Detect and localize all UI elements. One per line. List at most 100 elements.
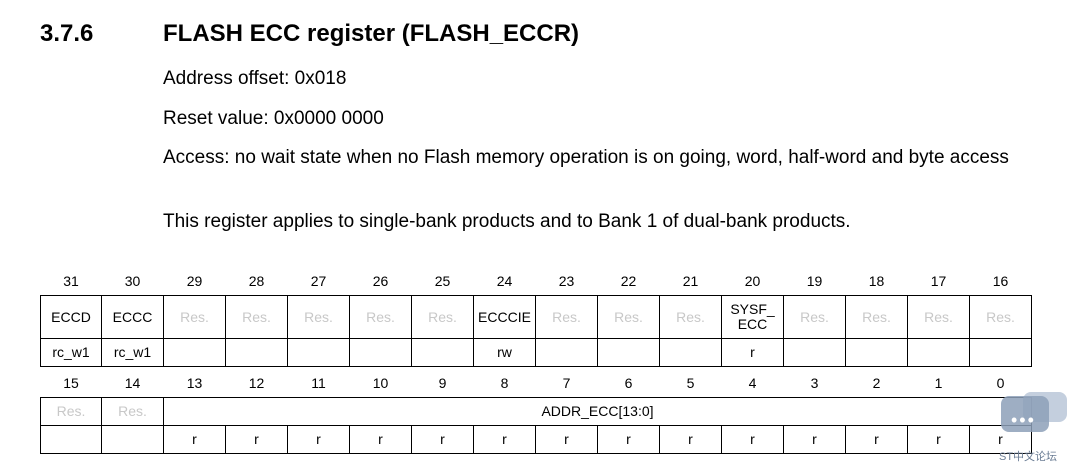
field-reserved: Res.: [845, 294, 908, 339]
access-cell: r: [659, 424, 722, 454]
bit-number: 2: [872, 374, 881, 391]
access-cell: [349, 337, 412, 367]
access-cell: [287, 337, 350, 367]
bit-number: 21: [682, 272, 699, 289]
field-reserved: Res.: [783, 294, 846, 339]
field-reserved: Res.: [597, 294, 660, 339]
field-ecccie: ECCCIE: [473, 294, 536, 339]
field-name-row: ECCD ECCC Res. Res. Res. Res. Res. ECCCI…: [40, 294, 1032, 339]
bit-number: 16: [992, 272, 1009, 289]
bit-number: 9: [438, 374, 447, 391]
bit-number: 26: [372, 272, 389, 289]
bit-number: 3: [810, 374, 819, 391]
field-reserved: Res.: [659, 294, 722, 339]
field-eccc: ECCC: [101, 294, 164, 339]
field-reserved: Res.: [907, 294, 970, 339]
bit-number: 6: [624, 374, 633, 391]
bit-number: 29: [186, 272, 203, 289]
bit-number: 15: [63, 374, 79, 391]
bit-number: 22: [620, 272, 637, 289]
field-sysf-ecc: SYSF_ECC: [721, 294, 784, 339]
bit-number: 11: [311, 374, 326, 391]
access-cell: r: [411, 424, 474, 454]
bit-number: 25: [434, 272, 451, 289]
access-cell: [969, 337, 1032, 367]
ellipsis-icon: •••: [1011, 410, 1036, 430]
field-reserved: Res.: [411, 294, 474, 339]
bit-number: 1: [934, 374, 943, 391]
reset-value-text: Reset value: 0x0000 0000: [163, 108, 384, 129]
access-cell: [40, 424, 102, 454]
access-row: rc_w1 rc_w1 rw r: [40, 337, 1032, 367]
bit-number: 13: [186, 374, 203, 391]
access-cell: rc_w1: [101, 337, 164, 367]
bit-number: 14: [124, 374, 141, 391]
field-eccd: ECCD: [40, 294, 102, 339]
access-cell: r: [907, 424, 970, 454]
access-cell: r: [349, 424, 412, 454]
bit-number: 24: [496, 272, 513, 289]
bit-number-row: 31 30 29 28 27 26 25 24 23 22 21 20 19 1…: [41, 267, 1032, 295]
access-cell: [163, 337, 226, 367]
field-reserved: Res.: [40, 396, 102, 426]
field-sysf-ecc-line1: SYSF_: [730, 300, 775, 317]
section-title: FLASH ECC register (FLASH_ECCR): [163, 20, 580, 47]
access-cell: [225, 337, 288, 367]
access-cell: r: [225, 424, 288, 454]
bit-number: 4: [748, 374, 757, 391]
watermark-text: ST中文论坛: [999, 451, 1058, 463]
applies-text: This register applies to single-bank pro…: [163, 211, 851, 232]
address-offset-text: Address offset: 0x018: [163, 68, 347, 89]
register-table-lower: 15 14 13 12 11 10 9 8 7 6 5 4 3 2 1 0 Re…: [40, 369, 1032, 454]
bit-number: 20: [744, 272, 761, 289]
access-cell: r: [721, 337, 784, 367]
bit-number: 27: [310, 272, 327, 289]
field-reserved: Res.: [225, 294, 288, 339]
bit-number: 5: [686, 374, 695, 391]
bit-number: 10: [372, 374, 389, 391]
field-reserved: Res.: [163, 294, 226, 339]
access-cell: r: [845, 424, 908, 454]
bit-number: 28: [248, 272, 265, 289]
access-cell: r: [473, 424, 536, 454]
bit-number: 19: [806, 272, 823, 289]
field-name-row: Res. Res. ADDR_ECC[13:0]: [40, 396, 1032, 426]
field-reserved: Res.: [969, 294, 1032, 339]
field-reserved: Res.: [101, 396, 164, 426]
bit-number: 18: [868, 272, 885, 289]
access-row: r r r r r r r r r r r r r r: [40, 424, 1032, 454]
bit-number: 23: [558, 272, 575, 289]
access-cell: [907, 337, 970, 367]
bit-number: 0: [996, 374, 1005, 391]
access-cell: [411, 337, 474, 367]
access-cell: [597, 337, 660, 367]
access-cell: r: [597, 424, 660, 454]
register-table-upper: 31 30 29 28 27 26 25 24 23 22 21 20 19 1…: [40, 267, 1032, 367]
access-cell: r: [287, 424, 350, 454]
access-cell: rw: [473, 337, 536, 367]
bit-number: 12: [248, 374, 265, 391]
access-cell: r: [535, 424, 598, 454]
field-reserved: Res.: [349, 294, 412, 339]
field-sysf-ecc-line2: ECC: [737, 315, 768, 332]
bit-number-row: 15 14 13 12 11 10 9 8 7 6 5 4 3 2 1 0: [41, 369, 1032, 397]
access-cell: [659, 337, 722, 367]
access-cell: r: [163, 424, 226, 454]
access-cell: rc_w1: [40, 337, 102, 367]
access-cell: [535, 337, 598, 367]
access-cell: r: [721, 424, 784, 454]
field-reserved: Res.: [535, 294, 598, 339]
access-text: Access: no wait state when no Flash memo…: [163, 147, 1009, 168]
access-cell: [845, 337, 908, 367]
chat-bubble-icon: [1001, 396, 1049, 432]
bit-number: 17: [930, 272, 947, 289]
access-cell: [783, 337, 846, 367]
field-sysf-ecc-label: SYSF_ECC: [730, 300, 775, 332]
bit-number: 8: [500, 374, 509, 391]
access-cell: [101, 424, 164, 454]
forum-watermark: ••• ST中文论坛: [997, 392, 1071, 463]
access-cell: r: [783, 424, 846, 454]
section-number: 3.7.6: [40, 20, 94, 47]
bit-number: 7: [562, 374, 571, 391]
field-reserved: Res.: [287, 294, 350, 339]
